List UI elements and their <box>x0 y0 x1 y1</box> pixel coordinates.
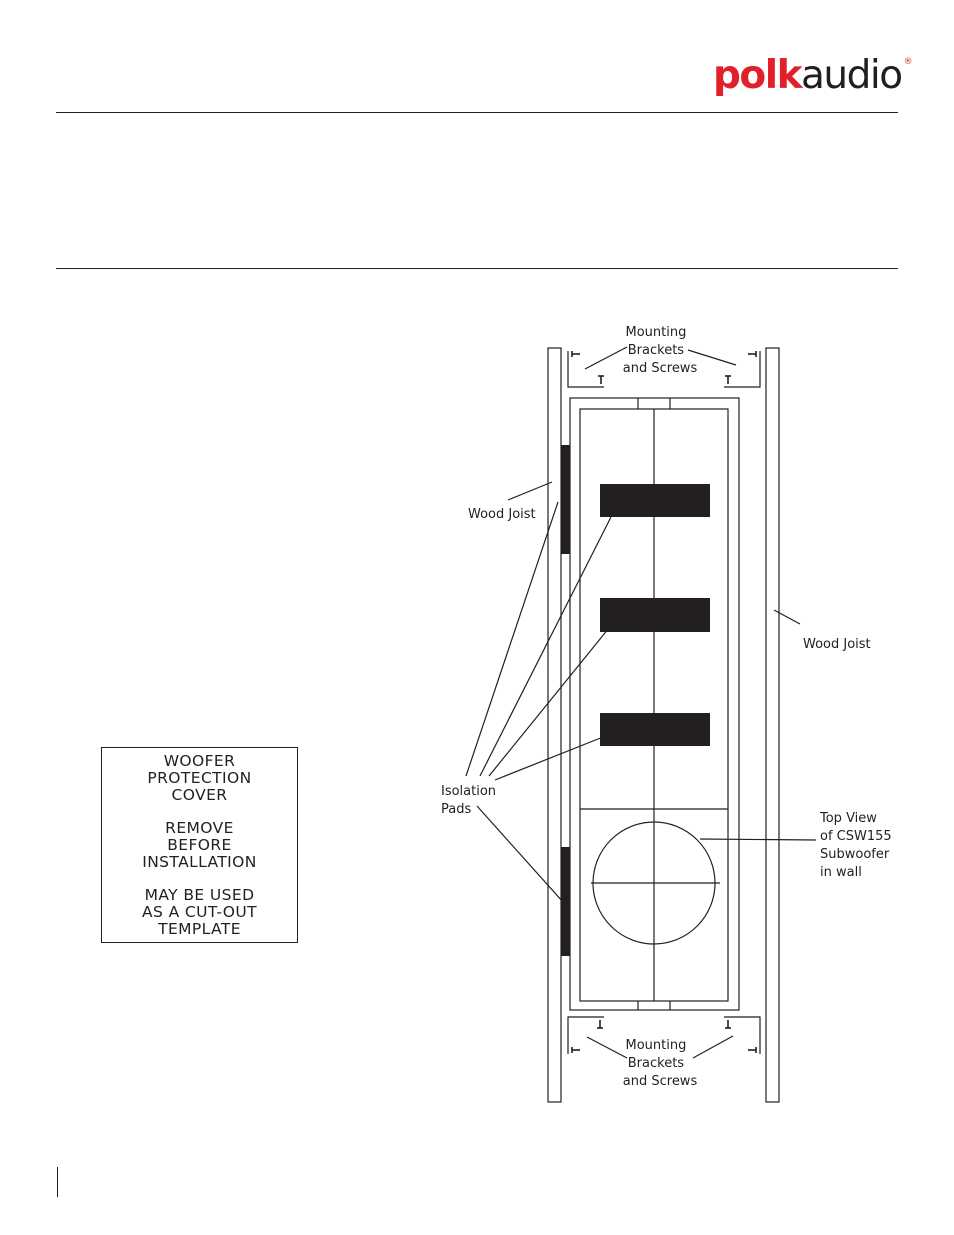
isolation-pad-3 <box>600 713 710 746</box>
label-top-view: Top View of CSW155 Subwoofer in wall <box>819 811 896 880</box>
label-mounting-top: Mounting Brackets and Screws <box>623 325 698 376</box>
wood-joist-right <box>766 348 779 1102</box>
isolation-pad-joist-top <box>561 445 570 554</box>
isolation-pad-joist-bottom <box>561 847 570 956</box>
mounting-bracket-top-right <box>724 351 760 387</box>
mounting-bracket-bottom-right <box>724 1017 760 1054</box>
isolation-pad-2 <box>600 598 710 632</box>
label-wood-joist-right: Wood Joist <box>803 637 871 652</box>
label-isolation-pads: Isolation Pads <box>441 784 500 817</box>
isolation-pad-1 <box>600 484 710 517</box>
label-wood-joist-left: Wood Joist <box>468 507 536 522</box>
mounting-bracket-bottom-left <box>568 1017 604 1054</box>
label-mounting-bottom: Mounting Brackets and Screws <box>623 1038 698 1089</box>
wood-joist-left <box>548 348 561 1102</box>
